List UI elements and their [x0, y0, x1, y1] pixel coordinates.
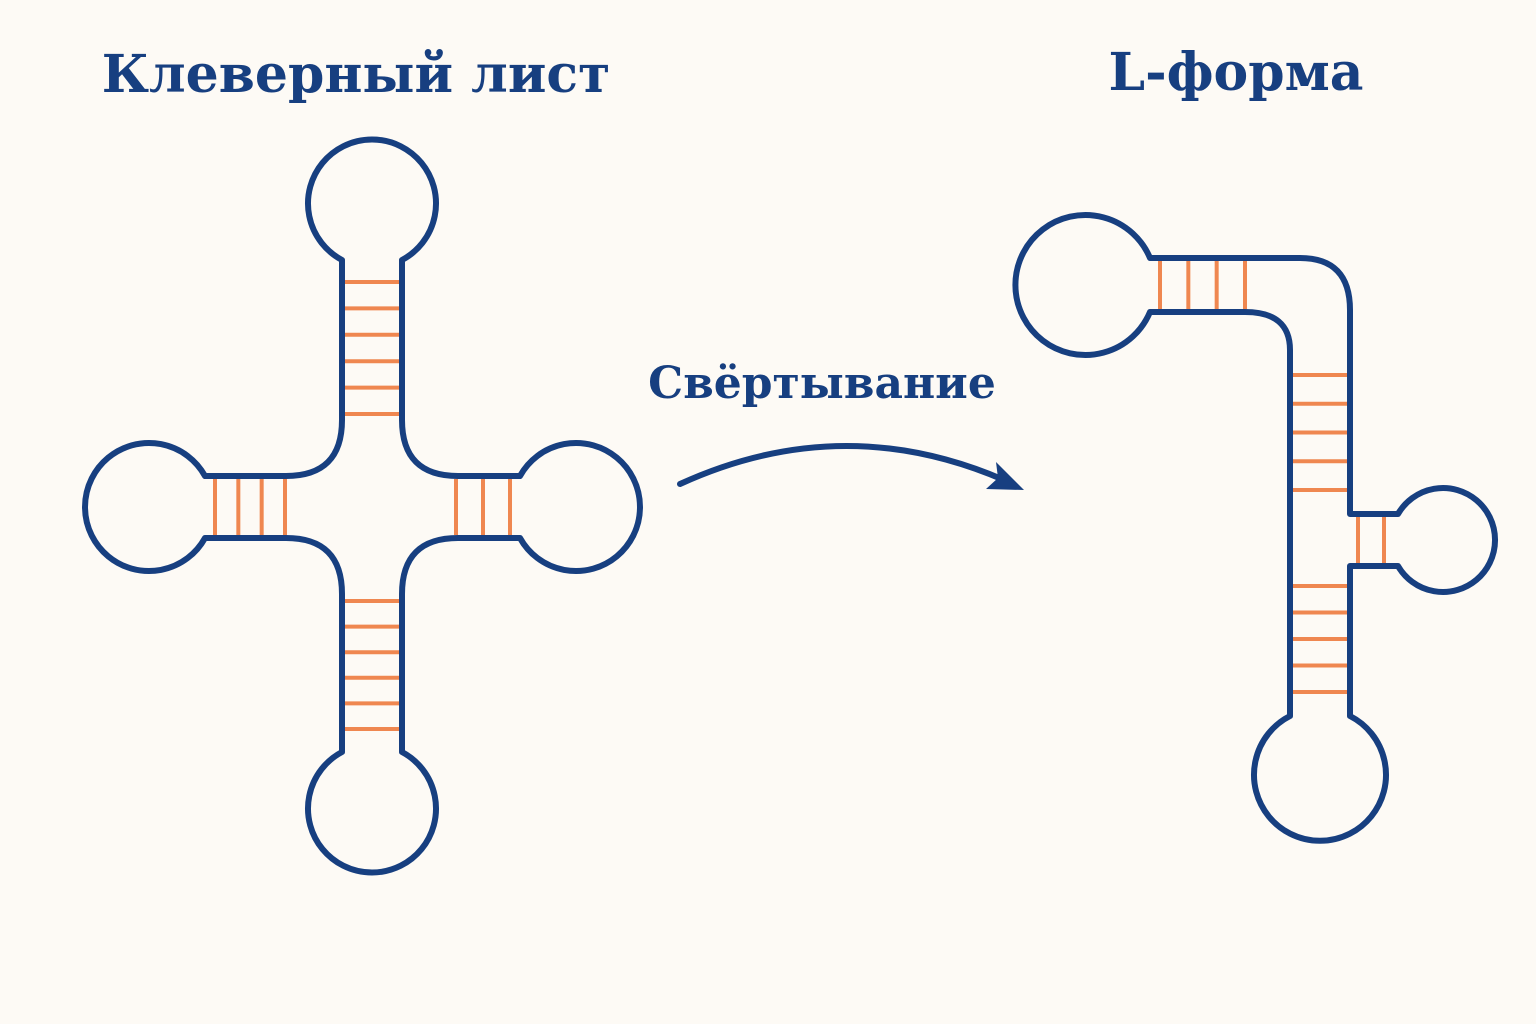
cloverleaf-structure: [82, 136, 643, 876]
l-form-outline: [1012, 212, 1499, 844]
l-form-structure: [1012, 212, 1499, 844]
arrow-head-icon: [986, 462, 1024, 490]
l-form-title: L-форма: [1109, 42, 1364, 103]
cloverleaf-title: Клеверный лист: [102, 44, 611, 105]
cloverleaf-base-pairs: [213, 280, 512, 731]
l-form-base-pairs: [1158, 261, 1386, 694]
folding-arrow: Свёртывание: [648, 358, 1024, 490]
cloverleaf-outline: [82, 136, 643, 876]
arrow-curve: [677, 442, 1007, 487]
folding-label: Свёртывание: [648, 358, 996, 409]
